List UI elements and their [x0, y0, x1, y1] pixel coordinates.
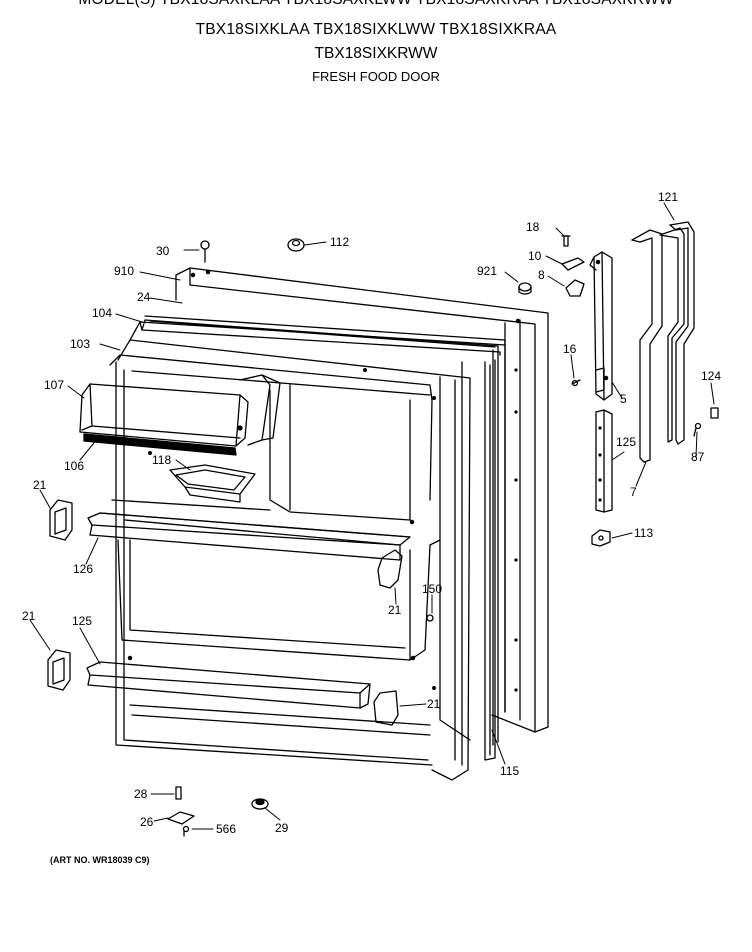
shelf-support-21-left-lower	[47, 649, 71, 691]
callout-7: 7	[630, 485, 637, 499]
callout-21-right-upper: 21	[388, 603, 402, 617]
shelf-support-21-left-upper	[49, 499, 73, 541]
callout-121: 121	[658, 190, 678, 204]
callout-124: 124	[701, 369, 721, 383]
callout-921: 921	[477, 264, 497, 278]
shelf-support-21-right-lower	[373, 690, 399, 726]
callout-21-right-lower: 21	[427, 697, 441, 711]
dairy-compartment-door	[79, 374, 281, 456]
door-shelf-lower	[86, 661, 371, 709]
callout-30: 30	[156, 244, 170, 258]
callout-8: 8	[538, 268, 545, 282]
model-list-line-3: TBX18SIXKRWW	[314, 45, 438, 62]
callout-21-left-lower: 21	[22, 609, 36, 623]
callout-113: 113	[634, 526, 653, 540]
screw-87	[693, 422, 702, 437]
callout-126: 126	[73, 562, 93, 576]
callout-16: 16	[563, 342, 577, 356]
plug-124	[710, 407, 719, 419]
callout-29: 29	[275, 821, 289, 835]
door-handle-7	[631, 229, 663, 463]
part-10	[561, 257, 585, 271]
callout-118: 118	[152, 453, 171, 467]
screw-30	[200, 240, 210, 263]
screw-566	[182, 825, 190, 837]
screw-150	[426, 614, 434, 622]
section-title: FRESH FOOD DOOR	[312, 69, 440, 84]
door-handle-channel-125	[595, 409, 613, 513]
callout-566: 566	[216, 822, 236, 836]
callout-10: 10	[528, 249, 542, 263]
callout-150: 150	[422, 582, 442, 596]
plug-113	[591, 529, 611, 547]
callout-115: 115	[500, 764, 519, 778]
callout-28: 28	[134, 787, 148, 801]
callout-24: 24	[137, 290, 151, 304]
door-shelf-upper	[87, 512, 411, 561]
callout-5: 5	[620, 392, 627, 406]
callout-26: 26	[140, 815, 154, 829]
callout-104: 104	[92, 306, 112, 320]
plug-921	[518, 282, 532, 295]
part-26	[167, 811, 195, 825]
callout-910: 910	[114, 264, 134, 278]
callout-18: 18	[526, 220, 540, 234]
callout-87: 87	[691, 450, 705, 464]
part-8	[565, 279, 585, 297]
screw-18	[561, 235, 571, 247]
callout-103: 103	[70, 337, 90, 351]
callout-107: 107	[44, 378, 64, 392]
door-gasket	[141, 319, 499, 746]
plug-112	[287, 238, 305, 252]
part-28	[175, 786, 182, 800]
hinge-bracket-5	[589, 251, 613, 401]
callout-leaders	[29, 202, 715, 830]
screw-16	[571, 379, 581, 387]
model-list-line-2: TBX18SIXKLAA TBX18SIXKLWW TBX18SIXKRAA	[195, 21, 557, 38]
callout-21-left-upper: 21	[33, 478, 47, 492]
shelf-support-21-right-upper	[377, 549, 403, 589]
butter-tray	[169, 464, 256, 503]
callout-125-left: 125	[72, 614, 92, 628]
art-number: (ART NO. WR18039 C9)	[50, 855, 150, 865]
callout-106: 106	[64, 459, 84, 473]
model-list-line-1: MODEL(S) TBX18SAXKLAA TBX18SAXKLWW TBX18…	[0, 0, 752, 9]
door-handle-121	[659, 221, 695, 445]
door-liner	[109, 315, 506, 781]
callout-112: 112	[330, 235, 349, 249]
plug-29	[251, 798, 269, 810]
callout-labels: 18 121 30 112 10 910 921 8 24 104 103 16…	[22, 190, 721, 836]
callout-125-right: 125	[616, 435, 636, 449]
